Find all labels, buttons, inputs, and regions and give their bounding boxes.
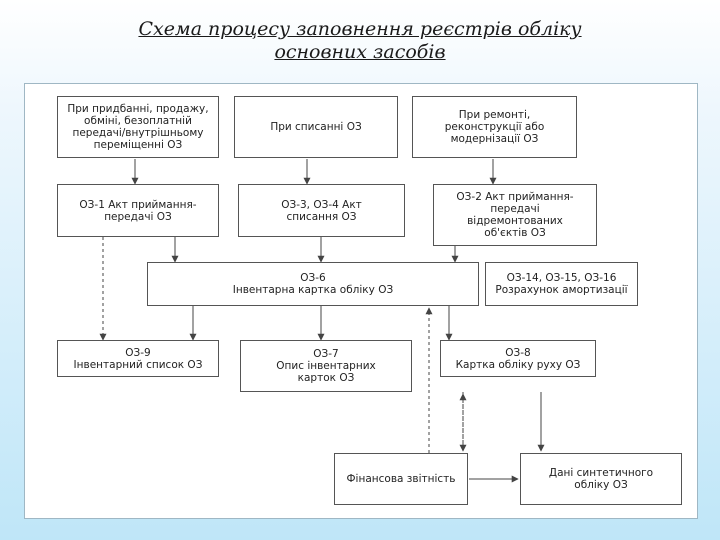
diagram-panel: При придбанні, продажу, обміні, безоплат… bbox=[24, 83, 698, 519]
box-repair: При ремонті, реконструкції або модерніза… bbox=[412, 96, 577, 158]
title-line-2: основних засобів bbox=[274, 41, 446, 63]
diagram-connectors bbox=[99, 159, 545, 483]
box-acquisition: При придбанні, продажу, обміні, безоплат… bbox=[57, 96, 219, 158]
box-os3-4: ОЗ-3, ОЗ-4 Акт списання ОЗ bbox=[238, 184, 405, 237]
box-os1: ОЗ-1 Акт приймання- передачі ОЗ bbox=[57, 184, 219, 237]
box-writeoff: При списанні ОЗ bbox=[234, 96, 398, 158]
box-os14-16: ОЗ-14, ОЗ-15, ОЗ-16 Розрахунок амортизац… bbox=[485, 262, 638, 306]
box-os6: ОЗ-6 Інвентарна картка обліку ОЗ bbox=[147, 262, 479, 306]
box-financial: Фінансова звітність bbox=[334, 453, 468, 505]
page-title: Схема процесу заповнення реєстрів обліку… bbox=[0, 18, 720, 64]
box-os7: ОЗ-7 Опис інвентарних карток ОЗ bbox=[240, 340, 412, 392]
box-os8: ОЗ-8 Картка обліку руху ОЗ bbox=[440, 340, 596, 377]
box-os2: ОЗ-2 Акт приймання- передачі відремонтов… bbox=[433, 184, 597, 246]
box-synthetic: Дані синтетичного обліку ОЗ bbox=[520, 453, 682, 505]
box-os9: ОЗ-9 Інвентарний список ОЗ bbox=[57, 340, 219, 377]
title-line-1: Схема процесу заповнення реєстрів обліку bbox=[138, 18, 582, 40]
